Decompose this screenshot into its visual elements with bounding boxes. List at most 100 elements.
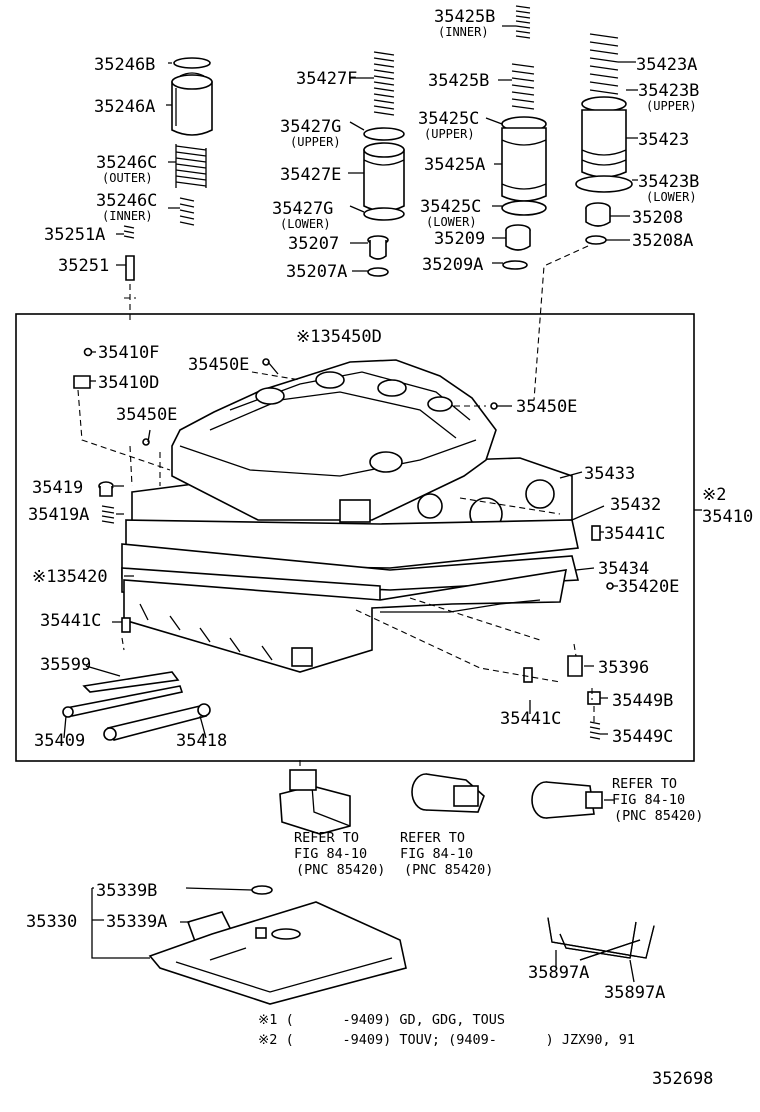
part-35208-plug [585, 202, 611, 227]
label-35207: 35207 [288, 234, 339, 254]
svg-text:(PNC 85420): (PNC 85420) [404, 862, 493, 878]
part-35246A-filter [171, 72, 213, 136]
label-upper-35425C: (UPPER) [424, 127, 475, 141]
svg-text:FIG 84-10: FIG 84-10 [612, 792, 685, 808]
label-35425C-lower: 35425C [420, 197, 481, 217]
label-35208A: 35208A [632, 231, 693, 251]
part-35396-plug [567, 655, 583, 677]
part-35423B-upper-ring [581, 96, 627, 112]
label-35434: 35434 [598, 559, 649, 579]
label-35418: 35418 [176, 731, 227, 751]
label-35419A: 35419A [28, 505, 89, 525]
label-35450E-a: 35450E [188, 355, 249, 375]
label-35410F: 35410F [98, 343, 159, 363]
label-135450D: ※135450D [296, 327, 382, 347]
label-35420E: 35420E [618, 577, 679, 597]
label-35410D: 35410D [98, 373, 159, 393]
label-35423: 35423 [638, 130, 689, 150]
svg-text:(PNC 85420): (PNC 85420) [296, 862, 385, 878]
label-35246A: 35246A [94, 97, 155, 117]
solenoid-3 [531, 781, 603, 819]
part-35409-lever [62, 685, 184, 718]
label-35441C-c: 35441C [500, 709, 561, 729]
label-35246C-inner: 35246C [96, 191, 157, 211]
label-35427E: 35427E [280, 165, 341, 185]
label-35339B: 35339B [96, 881, 157, 901]
label-35207A: 35207A [286, 262, 347, 282]
part-35246C-outer-spring [175, 144, 207, 188]
part-35427F-spring [373, 51, 395, 116]
svg-text:FIG 84-10: FIG 84-10 [400, 846, 473, 862]
part-35419A-spring [101, 505, 115, 524]
part-35339B-gasket [251, 885, 273, 895]
part-35425A-sleeve [501, 127, 547, 202]
part-35246C-inner-spring [179, 197, 195, 226]
label-outer-35246C: (OUTER) [102, 171, 153, 185]
part-35423A-spring [589, 33, 619, 95]
label-35450E-b: 35450E [116, 405, 177, 425]
label-35425B-top: 35425B [434, 7, 495, 27]
part-35330-oil-pan [148, 901, 407, 1005]
part-35410F-ball [83, 347, 93, 357]
svg-text:(PNC 85420): (PNC 85420) [614, 808, 703, 824]
part-35208A-ring [585, 235, 607, 245]
label-35441C-b: 35441C [40, 611, 101, 631]
label-35425A: 35425A [424, 155, 485, 175]
part-35423B-lower-ring [575, 175, 633, 193]
label-35246B: 35246B [94, 55, 155, 75]
part-35423-sleeve [581, 109, 627, 178]
label-upper-35427G: (UPPER) [290, 135, 341, 149]
label-lower-35425C: (LOWER) [426, 215, 477, 229]
part-35209-plug [505, 224, 531, 251]
part-35449B-plug [587, 691, 601, 705]
label-35897A-b: 35897A [604, 983, 665, 1003]
part-35427G-lower-ring [363, 207, 405, 221]
part-35251-pin [125, 255, 135, 281]
label-35419: 35419 [32, 478, 83, 498]
part-35209A-ring [502, 260, 528, 270]
svg-text:REFER TO: REFER TO [612, 776, 677, 792]
refer-note-1: REFER TO FIG 84-10 (PNC 85420) [294, 830, 385, 878]
part-35207A-ring [367, 267, 389, 277]
part-35418-valve [103, 703, 211, 741]
label-35425C-upper: 35425C [418, 109, 479, 129]
note-2: ※2 ( -9409) TOUV; (9409- ) JZX90, 91 [258, 1032, 635, 1048]
label-135420: ※135420 [32, 567, 108, 587]
valve-body-frame [15, 313, 695, 762]
part-35425B-spring [511, 63, 535, 110]
part-35419-plunger [98, 481, 114, 497]
part-35410D-fitting [73, 375, 91, 389]
label-inner-35246C: (INNER) [102, 209, 153, 223]
solenoid-2 [411, 773, 485, 813]
label-35409: 35409 [34, 731, 85, 751]
lower-valve-body [123, 569, 567, 673]
label-35599: 35599 [40, 655, 91, 675]
part-35425C-lower-ring [501, 200, 547, 216]
part-35251A-spring [123, 225, 135, 239]
upper-valve-body [171, 359, 497, 523]
label-35433: 35433 [584, 464, 635, 484]
part-35449C-spring [589, 721, 601, 740]
label-35209A: 35209A [422, 255, 483, 275]
part-35427G-upper-ring [363, 127, 405, 141]
solenoid-1 [279, 769, 351, 835]
label-35423B-lower: 35423B [638, 172, 699, 192]
label-35427G-lower: 35427G [272, 199, 333, 219]
label-35396: 35396 [598, 658, 649, 678]
svg-text:FIG 84-10: FIG 84-10 [294, 846, 367, 862]
label-mark-2: ※2 [702, 485, 726, 505]
part-35897A-pipes [547, 917, 655, 961]
part-35425B-top-spring [515, 5, 531, 39]
part-35599-bracket [82, 671, 180, 693]
label-35410: 35410 [702, 507, 753, 527]
label-35427F: 35427F [296, 69, 357, 89]
svg-text:REFER TO: REFER TO [294, 830, 359, 846]
label-upper-35423B: (UPPER) [646, 99, 697, 113]
part-35246B-ring [173, 57, 211, 69]
label-35339A: 35339A [106, 912, 167, 932]
label-35425B: 35425B [428, 71, 489, 91]
label-lower-35427G: (LOWER) [280, 217, 331, 231]
label-35449B: 35449B [612, 691, 673, 711]
